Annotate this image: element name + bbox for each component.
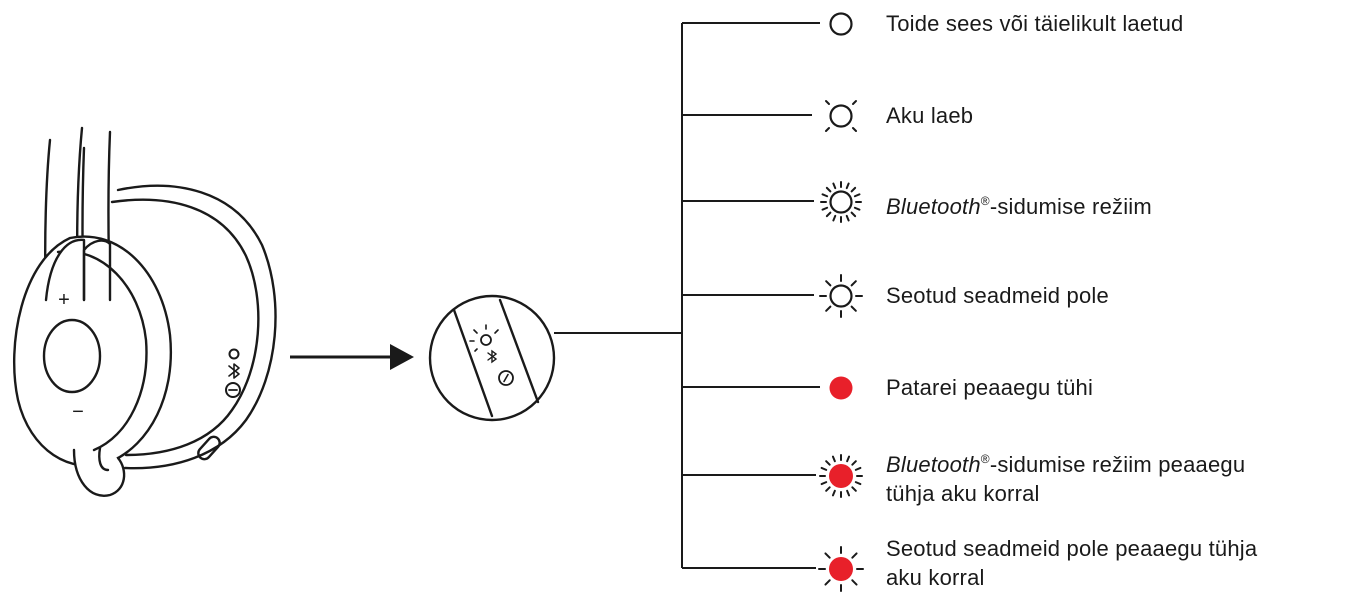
legend-text-no-paired-low-line2: aku korral [886, 565, 985, 590]
legend-text-no-paired: Seotud seadmeid pole [886, 283, 1109, 308]
mic-boom-tip [98, 446, 110, 472]
bluetooth-brand: Bluetooth [886, 452, 981, 477]
battery-low-indicator-icon [829, 376, 853, 400]
indicator-ray [825, 305, 832, 312]
indicator-ray [824, 579, 831, 586]
legend-label-pairing: Bluetooth®-sidumise režiim [886, 187, 1152, 221]
pairing-low-indicator-icon [819, 454, 863, 498]
no-paired-low-indicator-icon [818, 546, 864, 592]
indicator-ray [825, 186, 832, 193]
legend-text-power: Toide sees või täielikult laetud [886, 11, 1184, 36]
indicator-ray [850, 305, 857, 312]
pointer-arrow [290, 344, 414, 370]
legend-label-power: Toide sees või täielikult laetud [886, 9, 1183, 38]
legend-text-charging: Aku laeb [886, 103, 974, 128]
indicator-ray [825, 280, 832, 287]
zoom-power-button [498, 370, 514, 386]
indicator-ray [851, 486, 857, 492]
legend-label-pairing-low: Bluetooth®-sidumise režiim peaaegu tühja… [886, 445, 1245, 508]
legend-label-no-paired-low: Seotud seadmeid pole peaaegu tühja aku k… [886, 534, 1257, 592]
indicator-ray [854, 466, 862, 471]
zoom-led-icon [480, 334, 492, 346]
indicator-ray [831, 489, 836, 497]
power-on-indicator-icon [829, 12, 853, 36]
indicator-ray [850, 211, 857, 218]
led-icon [228, 348, 240, 360]
indicator-ray [845, 214, 850, 222]
indicator-ray [853, 193, 861, 198]
indicator-ray [845, 182, 850, 190]
indicator-ray [832, 182, 837, 190]
indicator-ray [851, 552, 858, 559]
indicator-ray [821, 193, 829, 198]
indicator-ray [824, 552, 831, 559]
earcup-rim [56, 250, 148, 452]
registered-mark: ® [980, 452, 990, 466]
indicator-ray [825, 211, 832, 218]
headband-strap [44, 238, 86, 302]
indicator-ray [821, 206, 829, 211]
legend-label-charging: Aku laeb [886, 101, 973, 130]
charging-indicator-icon [825, 100, 857, 132]
indicator-ray [832, 214, 837, 222]
indicator-ray [853, 206, 861, 211]
indicator-ray [850, 280, 857, 287]
volume-wheel[interactable] [42, 318, 102, 394]
pairing-indicator-icon [820, 181, 862, 223]
connector-lines [554, 22, 820, 569]
zoom-detail [428, 294, 556, 422]
indicator-ray [820, 481, 828, 486]
legend-text-pairing: -sidumise režiim [989, 194, 1152, 219]
legend-text-pairing-low-line2: tühja aku korral [886, 481, 1040, 506]
legend-label-battery-low: Patarei peaaegu tühi [886, 373, 1093, 402]
mic-boom [72, 448, 126, 497]
no-paired-indicator-icon [819, 274, 863, 318]
indicator-ray [846, 455, 851, 463]
legend-label-no-paired: Seotud seadmeid pole [886, 281, 1109, 310]
volume-up-label: + [58, 289, 70, 311]
legend-text-battery-low: Patarei peaaegu tühi [886, 375, 1094, 400]
indicator-ray [831, 455, 836, 463]
bluetooth-icon [228, 363, 240, 379]
ear-pad-inner [110, 198, 260, 457]
indicator-ray [850, 186, 857, 193]
legend-text-pairing-low: -sidumise režiim peaaegu [989, 452, 1246, 477]
power-button[interactable] [225, 382, 241, 398]
indicator-ray [851, 579, 858, 586]
indicator-ray [825, 486, 831, 492]
indicator-ray [846, 489, 851, 497]
indicator-ray [851, 460, 857, 466]
headband-strap-2 [82, 239, 112, 302]
legend-text-no-paired-low: Seotud seadmeid pole peaaegu tühja [886, 536, 1258, 561]
bluetooth-brand: Bluetooth [886, 194, 981, 219]
headset-illustration [12, 126, 277, 497]
indicator-icons [818, 12, 864, 592]
volume-down-label: − [72, 401, 84, 423]
zoom-bluetooth-icon [487, 349, 498, 364]
indicator-ray [854, 481, 862, 486]
indicator-ray [825, 460, 831, 466]
indicator-ray [820, 466, 828, 471]
registered-mark: ® [980, 194, 990, 208]
charging-port [197, 435, 221, 461]
